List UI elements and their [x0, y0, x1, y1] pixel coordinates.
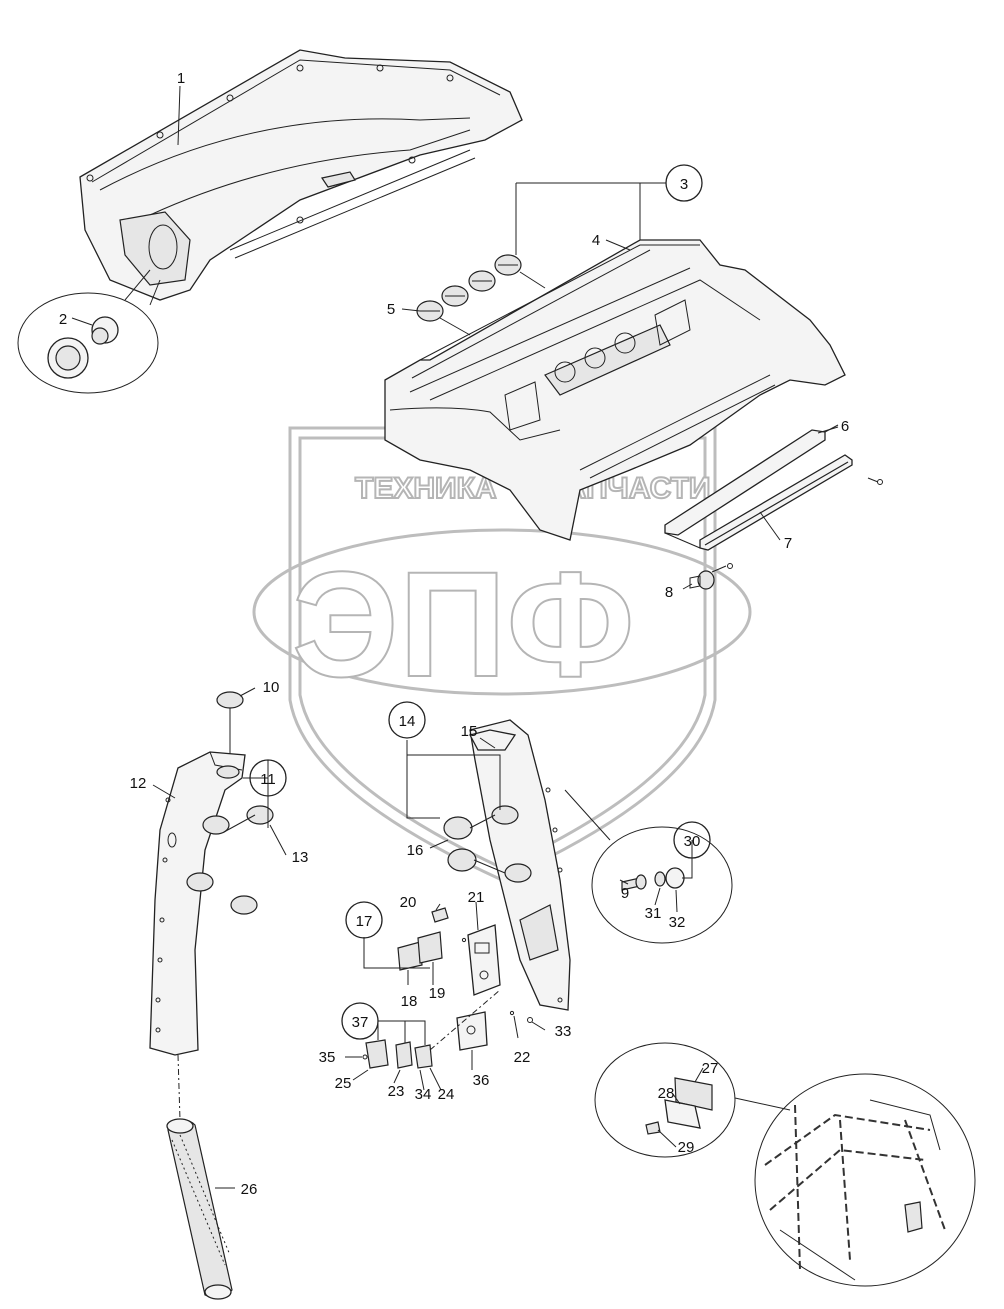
callout-24: 24 [438, 1086, 455, 1103]
callout-37: 37 [352, 1014, 369, 1031]
callout-35: 35 [319, 1049, 336, 1066]
callout-14: 14 [399, 713, 416, 730]
callout-18: 18 [401, 993, 418, 1010]
callout-26: 26 [241, 1181, 258, 1198]
part-1-rear-shelf [79, 49, 523, 301]
callout-20: 20 [400, 894, 417, 911]
callout-5: 5 [387, 301, 395, 318]
callout-28: 28 [658, 1085, 675, 1102]
callout-21: 21 [468, 889, 485, 906]
callout-9: 9 [621, 885, 629, 902]
callout-12: 12 [130, 775, 147, 792]
watermark-big-text: ЭПФ [292, 540, 635, 708]
callout-6: 6 [841, 418, 849, 435]
part-5-vents [416, 254, 546, 336]
callout-25: 25 [335, 1075, 352, 1092]
callout-4: 4 [592, 232, 600, 249]
callout-labels: 1 2 3 4 5 6 7 8 9 10 11 12 13 14 15 16 1… [59, 70, 849, 1198]
cab-frame-detail [754, 1073, 976, 1287]
callout-13: 13 [292, 849, 309, 866]
watermark-top-text: ТЕХНИКА [355, 472, 497, 505]
switch-panel-parts [362, 907, 533, 1069]
callout-1: 1 [177, 70, 185, 87]
callout-27: 27 [702, 1060, 719, 1077]
detail-circle-2 [17, 269, 161, 394]
callout-10: 10 [263, 679, 280, 696]
detail-circle-27 [594, 1042, 791, 1158]
part-12-left-pillar [149, 691, 274, 1056]
callout-31: 31 [645, 905, 662, 922]
callout-29: 29 [678, 1139, 695, 1156]
part-6-7-light-strip [664, 424, 883, 551]
part-4-headliner [384, 239, 846, 541]
callout-7: 7 [784, 535, 792, 552]
callout-19: 19 [429, 985, 446, 1002]
callout-23: 23 [388, 1083, 405, 1100]
callout-circles [249, 164, 711, 1040]
callout-30: 30 [684, 833, 701, 850]
callout-3: 3 [680, 176, 688, 193]
callout-8: 8 [665, 584, 673, 601]
callout-33: 33 [555, 1023, 572, 1040]
part-26-hose [166, 1054, 233, 1300]
callout-2: 2 [59, 311, 67, 328]
callout-16: 16 [407, 842, 424, 859]
callout-22: 22 [514, 1049, 531, 1066]
callout-11: 11 [260, 771, 276, 788]
callout-15: 15 [461, 723, 478, 740]
callout-34: 34 [415, 1086, 432, 1103]
callout-17: 17 [356, 913, 373, 930]
detail-circle-30 [564, 789, 733, 944]
part-8-screw [689, 563, 733, 590]
callout-36: 36 [473, 1072, 490, 1089]
callout-32: 32 [669, 914, 686, 931]
part-15-right-pillar [443, 719, 571, 1011]
